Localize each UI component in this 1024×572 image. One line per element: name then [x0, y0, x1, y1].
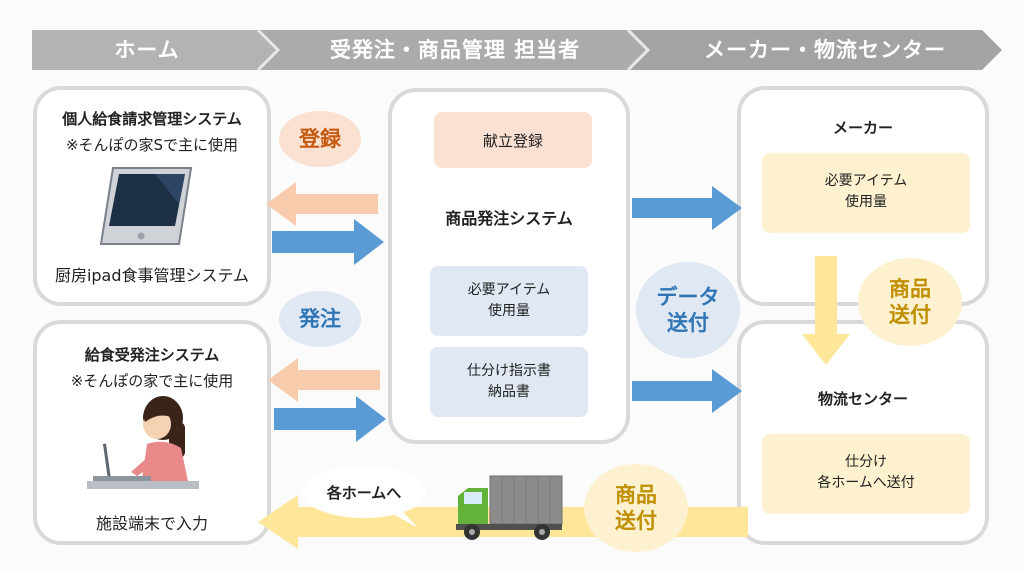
required-items-label: 必要アイテム 使用量	[467, 282, 551, 319]
meal-ordering-note: ※そんぽの家で主に使用	[70, 372, 234, 390]
speech-bubble	[302, 466, 426, 528]
sorting-docs-box	[430, 347, 588, 417]
blue-arrow-right-top	[272, 219, 384, 265]
order-bubble: 発注	[279, 291, 361, 347]
register-label: 登録	[299, 126, 341, 151]
maker-title: メーカー	[832, 119, 893, 137]
meal-ordering-title: 給食受発注システム	[84, 346, 220, 364]
blue-arrow-right-bottom	[274, 396, 386, 442]
goods-send-bubble-bottom: 商品 送付	[584, 464, 688, 552]
required-items-box	[430, 266, 588, 336]
facility-terminal-label: 施設端末で入力	[95, 514, 208, 533]
goods-send-bubble-right: 商品 送付	[858, 258, 962, 346]
maker-items-box	[762, 153, 970, 233]
data-send-bubble: データ 送付	[636, 262, 740, 358]
blue-arrow-to-logistics	[632, 369, 742, 413]
logistics-items-label: 仕分け 各ホームへ送付	[817, 454, 915, 491]
personal-billing-note: ※そんぽの家Sで主に使用	[65, 136, 239, 154]
goods-send-right-label: 商品 送付	[889, 276, 931, 327]
person-at-computer-icon	[87, 396, 199, 489]
goods-send-bottom-label: 商品 送付	[615, 482, 657, 533]
blue-arrow-to-maker	[632, 186, 742, 230]
product-order-system-title: 商品発注システム	[445, 209, 573, 228]
personal-billing-title: 個人給食請求管理システム	[62, 110, 242, 128]
header-bar	[32, 28, 1002, 72]
header-maker-logistics: メーカー・物流センター	[704, 38, 946, 62]
sorting-docs-label: 仕分け指示書 納品書	[467, 363, 551, 400]
logistics-items-box	[762, 434, 970, 514]
logistics-title: 物流センター	[817, 390, 908, 408]
menu-register-label: 献立登録	[482, 132, 543, 150]
maker-items-label: 必要アイテム 使用量	[824, 173, 908, 210]
register-bubble: 登録	[279, 111, 361, 167]
yellow-arrow-down	[802, 256, 850, 365]
data-send-label: データ 送付	[656, 284, 720, 335]
ipad-system-label: 厨房ipad食事管理システム	[54, 266, 250, 285]
header-staff: 受発注・商品管理 担当者	[329, 38, 581, 62]
order-label: 発注	[299, 306, 341, 331]
peach-arrow-left-top	[266, 182, 378, 226]
to-each-home-label: 各ホームへ	[326, 484, 402, 502]
peach-arrow-left-bottom	[268, 358, 380, 402]
menu-register-box	[434, 112, 592, 168]
header-home: ホーム	[114, 38, 180, 62]
truck-icon	[456, 475, 563, 540]
tablet-icon	[99, 167, 193, 245]
